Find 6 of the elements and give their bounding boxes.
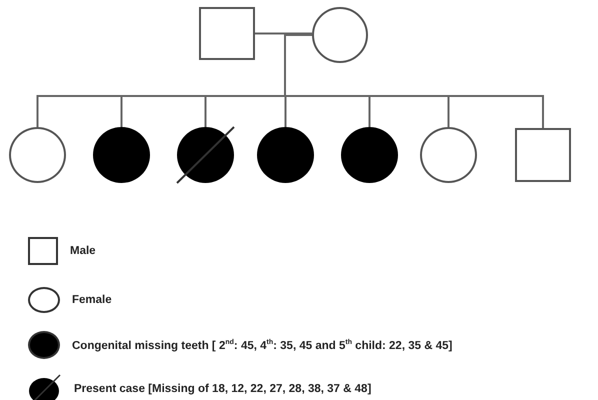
legend-text: Female (72, 294, 112, 306)
legend-text: Male (70, 245, 96, 257)
male-square (515, 128, 571, 182)
male-square (199, 7, 255, 60)
legend-text: Present case [Missing of 18, 12, 22, 27, 28, 38, 37 & 48] (74, 383, 372, 395)
legend-text: Congenital missing teeth [ 2$^{nd}$: 45, 4$^{th}$: 35, 45 and 5$^{th}$ child: 22, 35 & 45] (72, 338, 452, 352)
